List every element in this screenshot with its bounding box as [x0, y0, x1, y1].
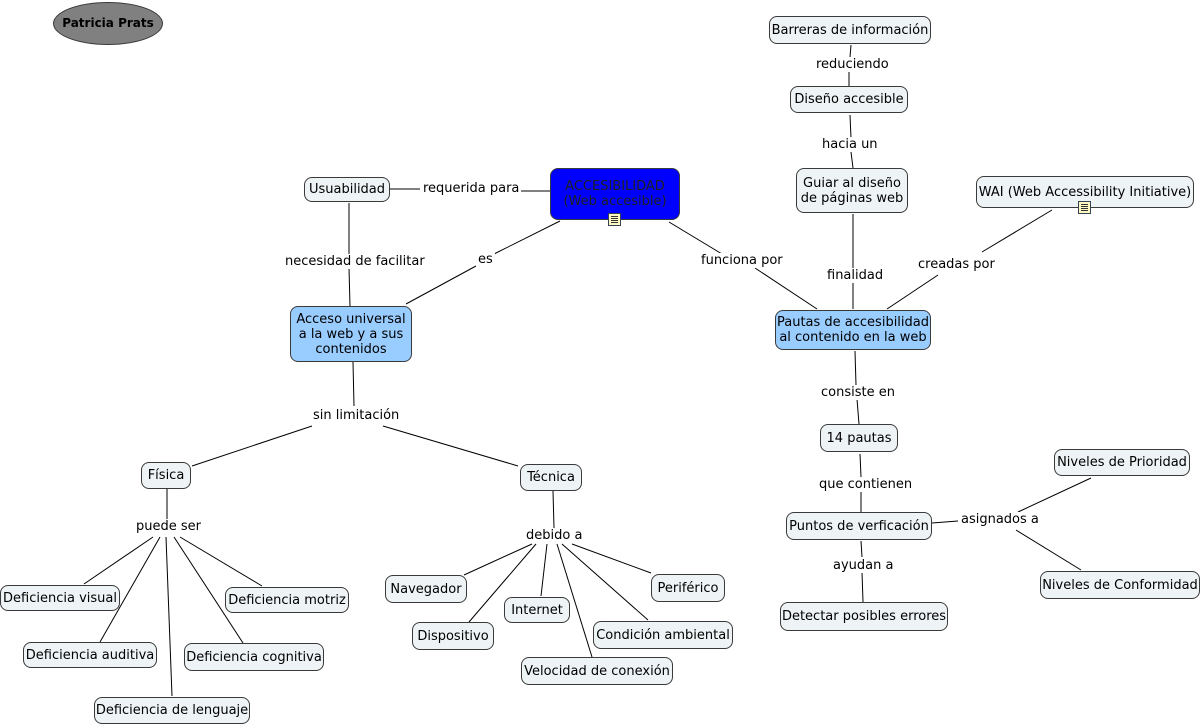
concept-niveles-prioridad[interactable]: Niveles de Prioridad	[1054, 449, 1190, 476]
link-label-requerida-para: requerida para	[421, 181, 522, 196]
link-label-debido-a: debido a	[524, 528, 585, 543]
link-label-reduciendo: reduciendo	[814, 57, 891, 72]
link-label-puede-ser: puede ser	[134, 519, 203, 534]
concept-14-pautas[interactable]: 14 pautas	[820, 424, 898, 452]
concept-accesibilidad[interactable]: ACCESIBILIDAD (Web accesible)	[550, 168, 680, 220]
link-label-asignados-a: asignados a	[959, 512, 1041, 527]
document-icon[interactable]	[1078, 201, 1091, 214]
link-label-que-contienen: que contienen	[817, 477, 915, 492]
concept-diseno-accesible[interactable]: Diseño accesible	[790, 86, 908, 113]
concept-deficiencia-visual[interactable]: Deficiencia visual	[0, 585, 120, 611]
concept-tecnica[interactable]: Técnica	[520, 464, 582, 491]
concept-internet[interactable]: Internet	[504, 597, 570, 623]
concept-detectar-errores[interactable]: Detectar posibles errores	[780, 602, 948, 631]
concept-acceso-universal[interactable]: Acceso universal a la web y a sus conten…	[290, 306, 412, 362]
link-label-funciona-por: funciona por	[699, 253, 785, 268]
link-label-creadas-por: creadas por	[916, 257, 997, 272]
concept-guiar-diseno[interactable]: Guiar al diseño de páginas web	[796, 168, 908, 213]
author-badge: Patricia Prats	[53, 2, 163, 45]
link-label-necesidad-de-facilitar: necesidad de facilitar	[283, 254, 427, 269]
concept-deficiencia-lenguaje[interactable]: Deficiencia de lenguaje	[94, 697, 250, 724]
concept-fisica[interactable]: Física	[141, 462, 191, 489]
concept-pautas-accesibilidad[interactable]: Pautas de accesibilidad al contenido en …	[775, 310, 931, 350]
concept-deficiencia-auditiva[interactable]: Deficiencia auditiva	[23, 642, 157, 668]
concept-deficiencia-motriz[interactable]: Deficiencia motriz	[225, 587, 349, 613]
concept-velocidad-conexion[interactable]: Velocidad de conexión	[521, 657, 673, 685]
concept-deficiencia-cognitiva[interactable]: Deficiencia cognitiva	[184, 643, 324, 671]
concept-usuabilidad[interactable]: Usuabilidad	[304, 177, 390, 202]
link-label-hacia-un: hacia un	[820, 137, 880, 152]
concept-barreras-informacion[interactable]: Barreras de información	[769, 16, 931, 44]
link-label-ayudan-a: ayudan a	[831, 558, 896, 573]
concept-condicion-ambiental[interactable]: Condición ambiental	[593, 621, 733, 649]
concept-puntos-verificacion[interactable]: Puntos de verficación	[786, 512, 932, 540]
concept-navegador[interactable]: Navegador	[385, 575, 467, 603]
concept-niveles-conformidad[interactable]: Niveles de Conformidad	[1040, 571, 1200, 599]
document-icon[interactable]	[608, 213, 621, 226]
link-label-es: es	[476, 252, 495, 267]
concept-periferico[interactable]: Periférico	[651, 574, 725, 602]
concept-dispositivo[interactable]: Dispositivo	[412, 622, 494, 650]
link-label-sin-limitacion: sin limitación	[311, 408, 402, 423]
link-label-consiste-en: consiste en	[819, 385, 897, 400]
link-label-finalidad: finalidad	[825, 268, 886, 283]
